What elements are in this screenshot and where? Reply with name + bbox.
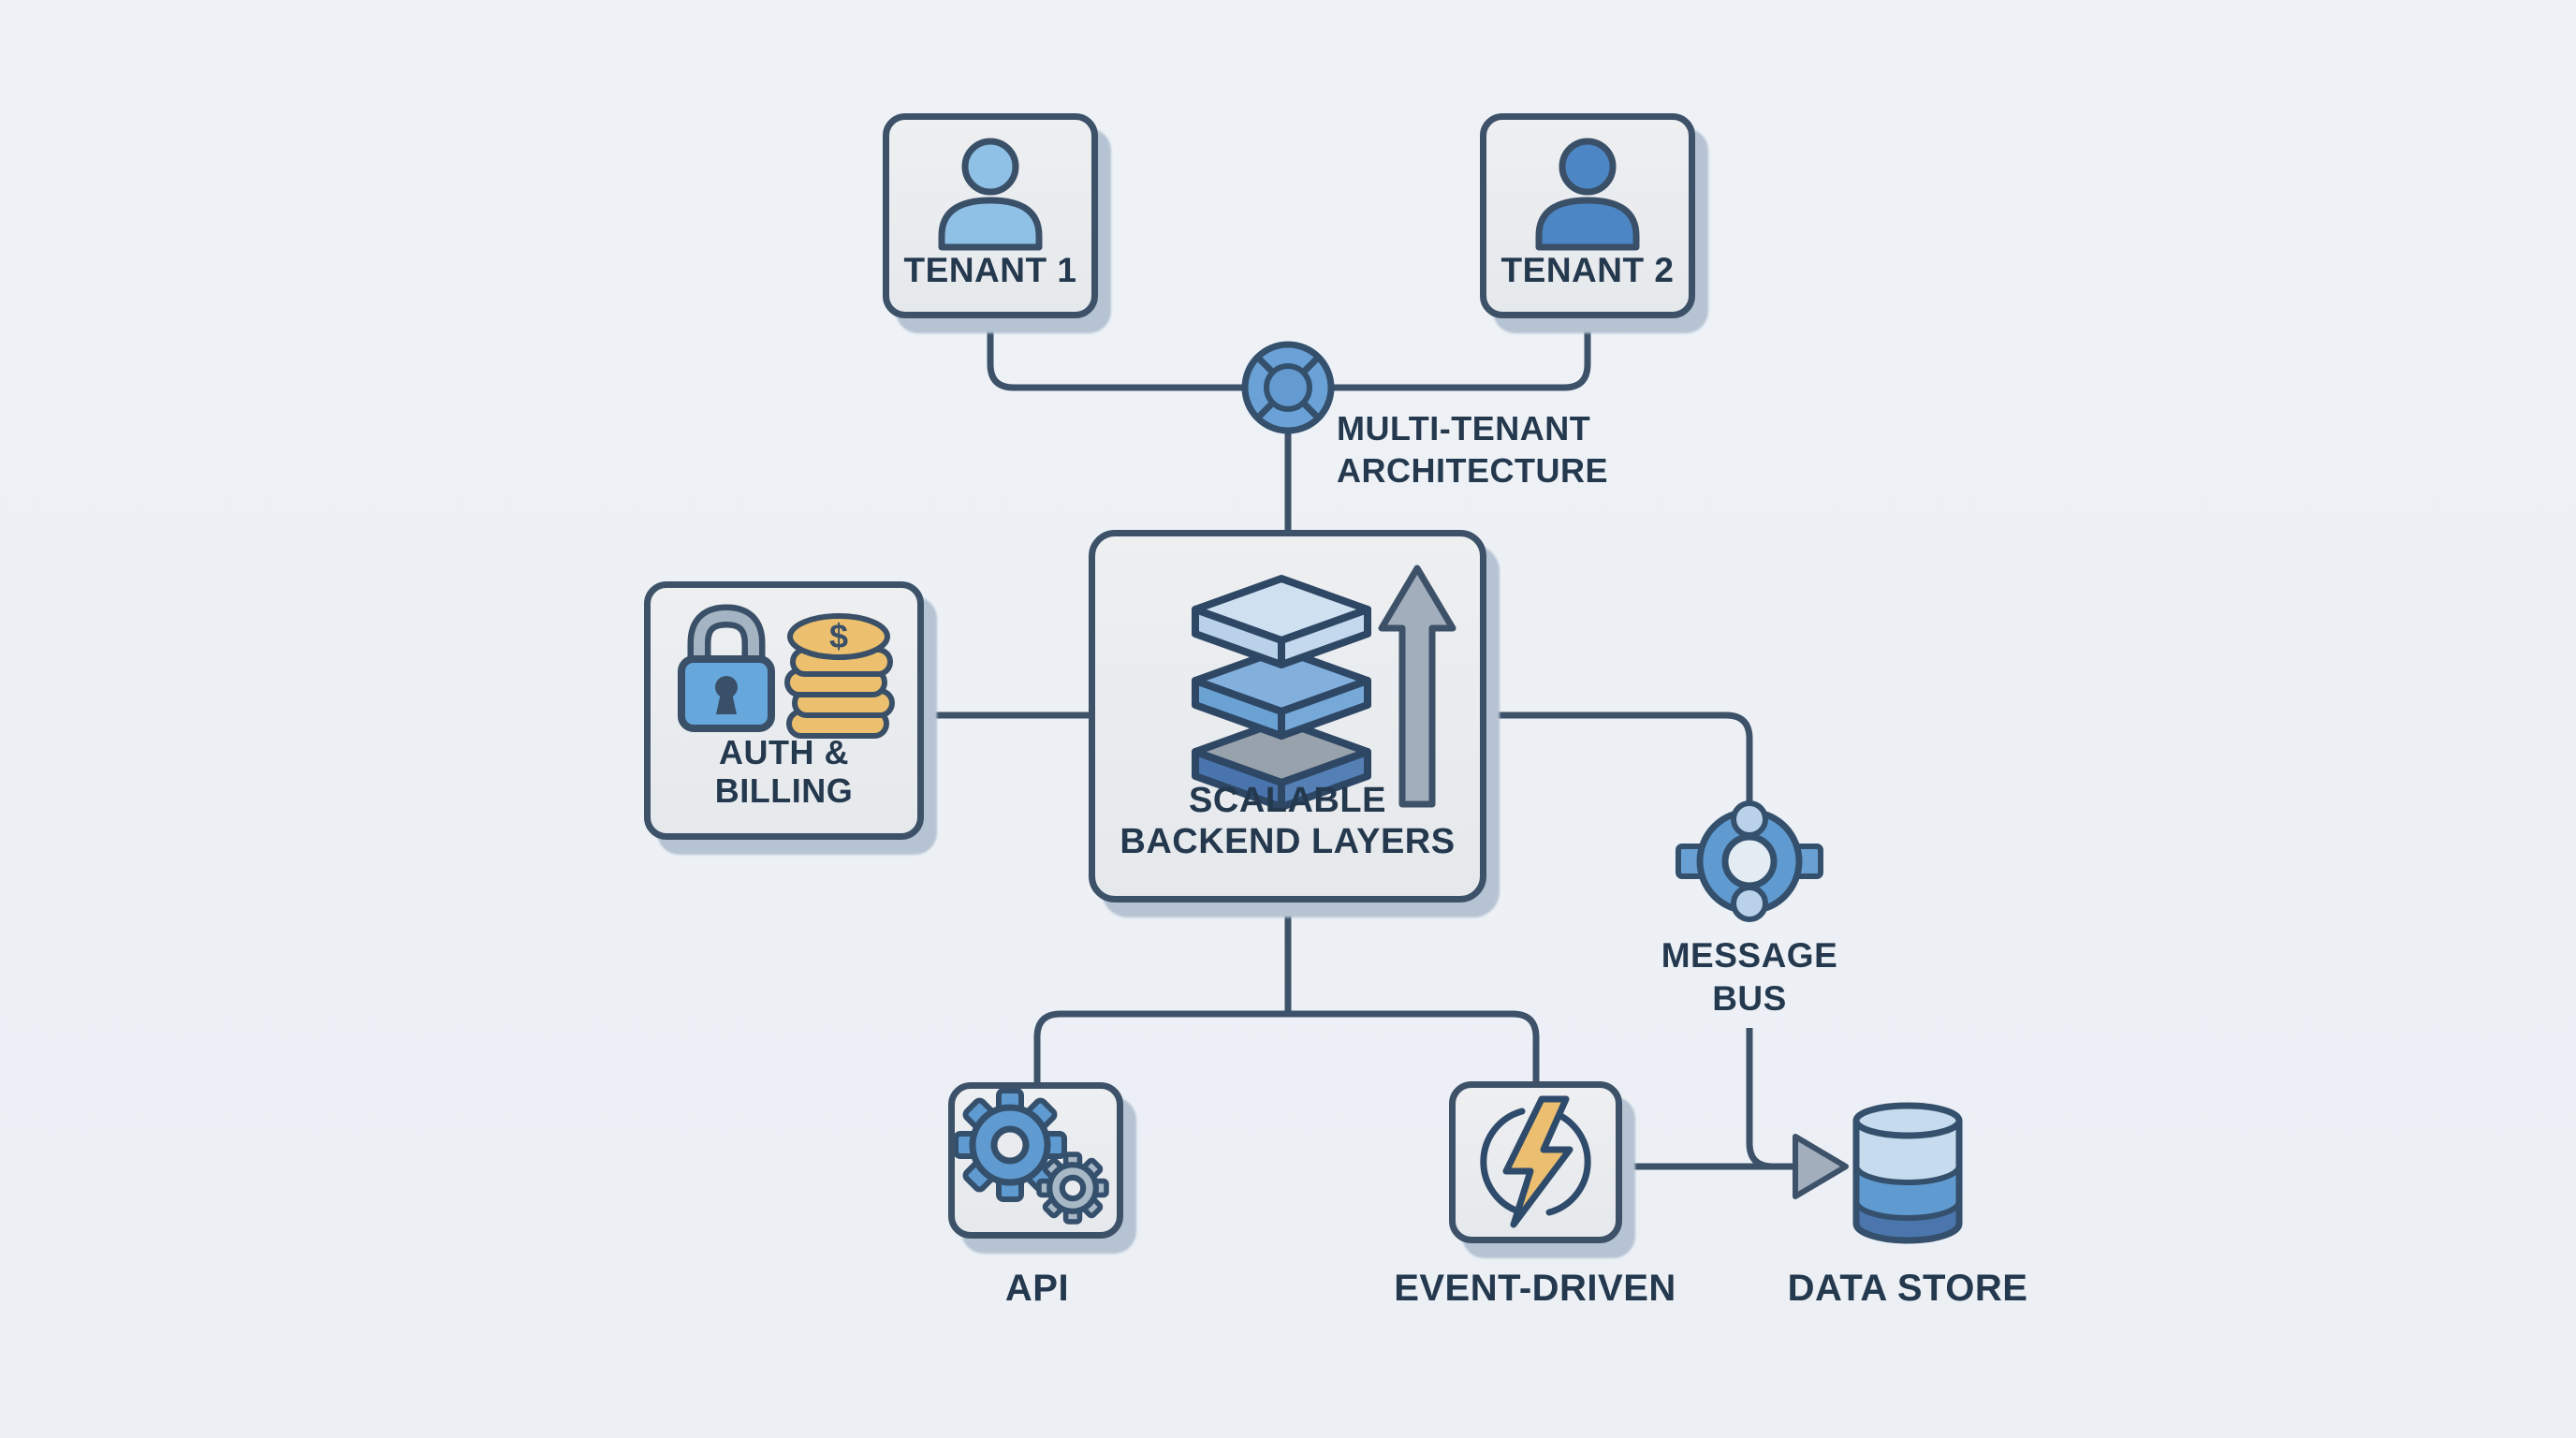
node-tenant2: TENANT 2	[1480, 113, 1695, 318]
multi-tenant-hub-icon	[1241, 341, 1335, 434]
api-label: API	[1004, 1268, 1070, 1309]
user-icon	[1535, 138, 1640, 251]
node-backend: SCALABLE BACKEND LAYERS	[1089, 530, 1486, 902]
connector-bus-datastore	[1746, 1028, 1795, 1170]
coins-icon: $	[784, 613, 895, 739]
message-bus-label: MESSAGE BUS	[1618, 934, 1881, 1020]
connector-tenant2-hub	[1288, 315, 1591, 391]
connector-tenant1-hub	[987, 315, 1288, 391]
message-bus-icon	[1676, 800, 1823, 922]
auth-billing-label: AUTH & BILLING	[651, 733, 917, 812]
multi-tenant-label-line1: MULTI-TENANT	[1337, 409, 1591, 448]
message-bus-label-line2: BUS	[1712, 978, 1787, 1018]
message-bus-label-line1: MESSAGE	[1661, 936, 1838, 975]
node-auth-billing: $ AUTH & BILLING	[644, 581, 924, 840]
auth-label-line1: AUTH &	[719, 732, 849, 771]
tenant2-label: TENANT 2	[1500, 251, 1675, 290]
data-store-label: DATA STORE	[1787, 1268, 2028, 1309]
user-icon	[938, 138, 1043, 251]
backend-label-line2: BACKEND LAYERS	[1120, 821, 1456, 861]
multi-tenant-label-line2: ARCHITECTURE	[1337, 450, 1608, 490]
right-arrowhead-icon	[1793, 1134, 1849, 1199]
lock-icon	[678, 604, 775, 732]
gears-icon	[955, 1089, 1109, 1225]
connector-backend-bus	[1485, 712, 1753, 814]
layers-icon	[1192, 565, 1456, 811]
node-event-driven	[1449, 1081, 1622, 1243]
backend-label-line1: SCALABLE	[1189, 780, 1386, 820]
database-icon	[1852, 1102, 1963, 1244]
event-driven-label: EVENT-DRIVEN	[1394, 1268, 1676, 1309]
connector-split-branches	[1033, 1010, 1540, 1084]
dollar-sign: $	[829, 617, 848, 655]
auth-billing-icons: $	[678, 604, 895, 739]
scale-up-arrow-icon	[1378, 565, 1456, 808]
auth-label-line2: BILLING	[714, 771, 854, 811]
multi-tenant-architecture-label: MULTI-TENANT ARCHITECTURE	[1337, 408, 1608, 492]
tenant1-label: TENANT 1	[903, 251, 1077, 290]
lightning-icon	[1480, 1095, 1591, 1228]
node-tenant1: TENANT 1	[883, 113, 1098, 318]
backend-label: SCALABLE BACKEND LAYERS	[1095, 780, 1480, 862]
node-api	[948, 1082, 1123, 1239]
